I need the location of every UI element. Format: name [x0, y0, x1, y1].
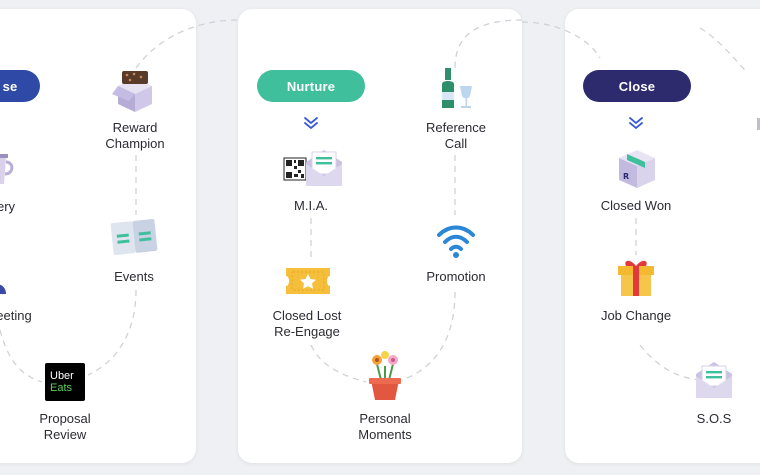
coffee-cup-icon — [0, 154, 14, 184]
mia-label: M.I.A. — [294, 198, 328, 213]
chevron-down-icon — [304, 117, 318, 129]
flower-pot-icon — [369, 351, 401, 400]
stage-pill-left[interactable]: se — [0, 70, 40, 102]
stage-pill-nurture-label: Nurture — [286, 78, 336, 94]
chevron-down-icon — [629, 117, 643, 129]
promotion-label: Promotion — [426, 269, 486, 284]
job-change-label: Job Change — [600, 308, 672, 323]
meeting-label: eeting — [0, 308, 32, 323]
stage-pill-close[interactable]: Close — [583, 70, 691, 102]
stage-pill-close-label: Close — [618, 78, 656, 94]
sos-label: S.O.S — [696, 411, 732, 426]
uber-eats-logo: Uber Eats — [45, 363, 85, 401]
wine-bottle-icon — [442, 68, 472, 108]
reference-call-label: Reference Call — [426, 120, 486, 151]
personal-moments-label: Personal Moments — [358, 411, 412, 442]
events-label: Events — [114, 269, 154, 284]
qr-envelope-icon — [283, 150, 342, 186]
meeting-icon — [0, 284, 6, 294]
closed-lost-label: Closed Lost Re-Engage — [272, 308, 342, 339]
proposal-review-label: Proposal Review — [39, 411, 91, 442]
gift-box-icon — [112, 71, 152, 112]
discovery-label: ery — [0, 199, 16, 214]
stage-pill-left-label: se — [2, 78, 18, 94]
envelope-icon — [696, 362, 732, 398]
package-box-icon: R — [619, 150, 655, 188]
partial-icon-right — [757, 118, 760, 130]
stage-pill-nurture[interactable]: Nurture — [257, 70, 365, 102]
wifi-icon — [437, 225, 475, 258]
reward-champion-label: Reward Champion — [105, 120, 165, 151]
tickets-icon — [110, 218, 158, 256]
svg-text:R: R — [623, 172, 629, 181]
gift-icon — [618, 260, 654, 296]
closed-won-label: Closed Won — [600, 198, 672, 213]
star-ticket-icon — [286, 268, 330, 294]
